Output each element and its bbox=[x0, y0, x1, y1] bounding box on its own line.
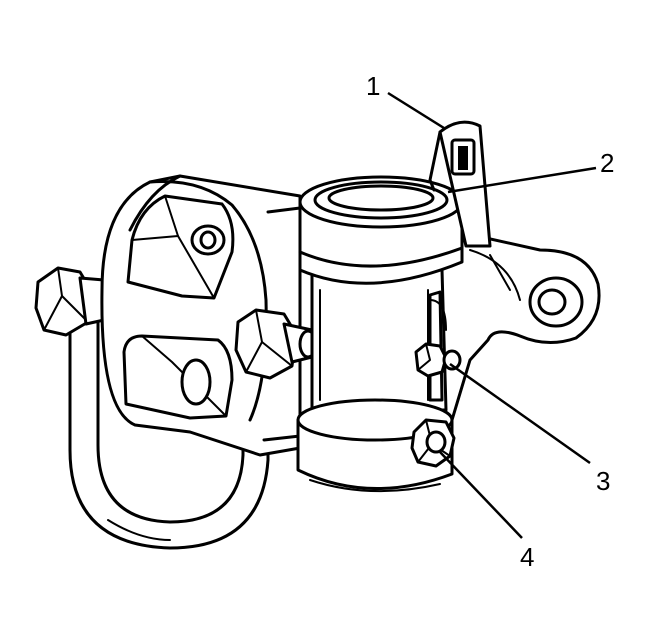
yoke-bracket bbox=[100, 174, 302, 457]
leader-4 bbox=[439, 451, 523, 539]
u-shackle bbox=[68, 298, 270, 550]
grease-fitting bbox=[414, 342, 462, 378]
callout-1: 1 bbox=[366, 71, 380, 101]
upper-collar bbox=[298, 175, 464, 285]
left-hex-nut bbox=[34, 266, 106, 337]
leader-3 bbox=[449, 362, 591, 465]
callout-2: 2 bbox=[600, 148, 614, 178]
leader-2 bbox=[447, 166, 597, 194]
center-hex-nut bbox=[234, 308, 318, 380]
callout-3: 3 bbox=[596, 466, 610, 496]
upper-vent-cap bbox=[428, 120, 492, 248]
leader-1 bbox=[387, 91, 445, 130]
callout-4: 4 bbox=[520, 542, 534, 572]
kingpin-housing bbox=[310, 268, 448, 412]
steering-arm bbox=[438, 232, 601, 422]
